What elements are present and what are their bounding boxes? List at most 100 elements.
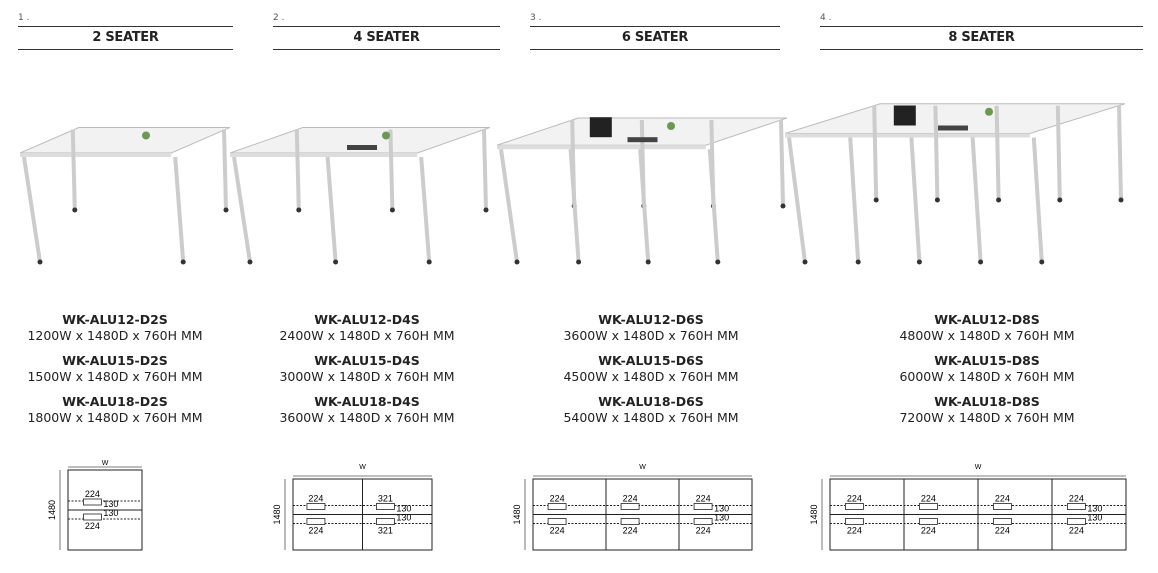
top-dimension-label: 224 — [995, 494, 1010, 504]
model-dimensions: 3600W x 1480D x 760H MM — [279, 410, 455, 425]
model-dimensions: 3000W x 1480D x 760H MM — [279, 369, 455, 384]
width-label: W — [102, 460, 109, 467]
depth-label: 1480 — [47, 500, 57, 520]
top-dimension-label: 224 — [85, 489, 100, 499]
width-label: W — [975, 464, 982, 471]
width-label: W — [359, 464, 366, 471]
model-code: WK-ALU15-D2S — [62, 353, 168, 368]
bottom-dimension-label: 224 — [308, 526, 323, 536]
model-code: WK-ALU12-D8S — [934, 312, 1040, 327]
divider — [820, 49, 1143, 50]
divider — [530, 26, 780, 27]
section-number: 2 . — [273, 13, 285, 23]
model-code: WK-ALU18-D6S — [598, 394, 704, 409]
model-dimensions: 1800W x 1480D x 760H MM — [27, 410, 203, 425]
model-dimensions: 5400W x 1480D x 760H MM — [563, 410, 739, 425]
model-code: WK-ALU15-D8S — [934, 353, 1040, 368]
gap-dimension-label: 130 — [396, 504, 411, 514]
bottom-dimension-label: 321 — [378, 526, 393, 536]
desk-photo — [785, 103, 1125, 265]
gap-dimension-label: 130 — [103, 508, 118, 518]
gap-dimension-label: 130 — [1087, 513, 1102, 523]
model-dimensions: 3600W x 1480D x 760H MM — [563, 328, 739, 343]
top-dimension-label: 224 — [1069, 494, 1084, 504]
section-title: 4 SEATER — [353, 30, 420, 45]
bottom-dimension-label: 224 — [995, 526, 1010, 536]
desk-photo — [20, 127, 230, 265]
gap-dimension-label: 130 — [103, 499, 118, 509]
divider — [273, 49, 500, 50]
model-code: WK-ALU15-D4S — [314, 353, 420, 368]
section-number: 3 . — [530, 13, 542, 23]
top-dimension-label: 321 — [378, 494, 393, 504]
gap-dimension-label: 130 — [396, 513, 411, 523]
divider — [273, 26, 500, 27]
model-code: WK-ALU12-D6S — [598, 312, 704, 327]
bottom-dimension-label: 224 — [550, 526, 565, 536]
top-dimension-label: 224 — [308, 494, 323, 504]
bottom-dimension-label: 224 — [696, 526, 711, 536]
top-dimension-label: 224 — [847, 494, 862, 504]
bottom-dimension-label: 224 — [921, 526, 936, 536]
model-dimensions: 6000W x 1480D x 760H MM — [899, 369, 1075, 384]
bottom-dimension-label: 224 — [847, 526, 862, 536]
section-title: 2 SEATER — [92, 30, 159, 45]
gap-dimension-label: 130 — [1087, 504, 1102, 514]
top-dimension-label: 224 — [696, 494, 711, 504]
model-dimensions: 4500W x 1480D x 760H MM — [563, 369, 739, 384]
model-code: WK-ALU12-D4S — [314, 312, 420, 327]
desk-photo — [497, 117, 787, 265]
top-dimension-label: 224 — [921, 494, 936, 504]
depth-label: 1480 — [809, 504, 819, 524]
gap-dimension-label: 130 — [714, 513, 729, 523]
model-dimensions: 1500W x 1480D x 760H MM — [27, 369, 203, 384]
model-code: WK-ALU12-D2S — [62, 312, 168, 327]
model-code: WK-ALU18-D8S — [934, 394, 1040, 409]
section-number: 4 . — [820, 13, 832, 23]
model-dimensions: 2400W x 1480D x 760H MM — [279, 328, 455, 343]
depth-label: 1480 — [512, 504, 522, 524]
divider — [820, 26, 1143, 27]
top-dimension-label: 224 — [623, 494, 638, 504]
model-dimensions: 1200W x 1480D x 760H MM — [27, 328, 203, 343]
divider — [18, 26, 233, 27]
model-code: WK-ALU18-D4S — [314, 394, 420, 409]
section-number: 1 . — [18, 13, 30, 23]
desk-photo — [230, 127, 490, 265]
bottom-dimension-label: 224 — [623, 526, 638, 536]
model-code: WK-ALU15-D6S — [598, 353, 704, 368]
bottom-dimension-label: 224 — [1069, 526, 1084, 536]
model-dimensions: 4800W x 1480D x 760H MM — [899, 328, 1075, 343]
width-label: W — [639, 464, 646, 471]
divider — [18, 49, 233, 50]
top-dimension-label: 224 — [550, 494, 565, 504]
model-code: WK-ALU18-D2S — [62, 394, 168, 409]
divider — [530, 49, 780, 50]
bottom-dimension-label: 224 — [85, 521, 100, 531]
model-dimensions: 7200W x 1480D x 760H MM — [899, 410, 1075, 425]
section-title: 8 SEATER — [948, 30, 1015, 45]
depth-label: 1480 — [272, 504, 282, 524]
section-title: 6 SEATER — [621, 30, 689, 45]
